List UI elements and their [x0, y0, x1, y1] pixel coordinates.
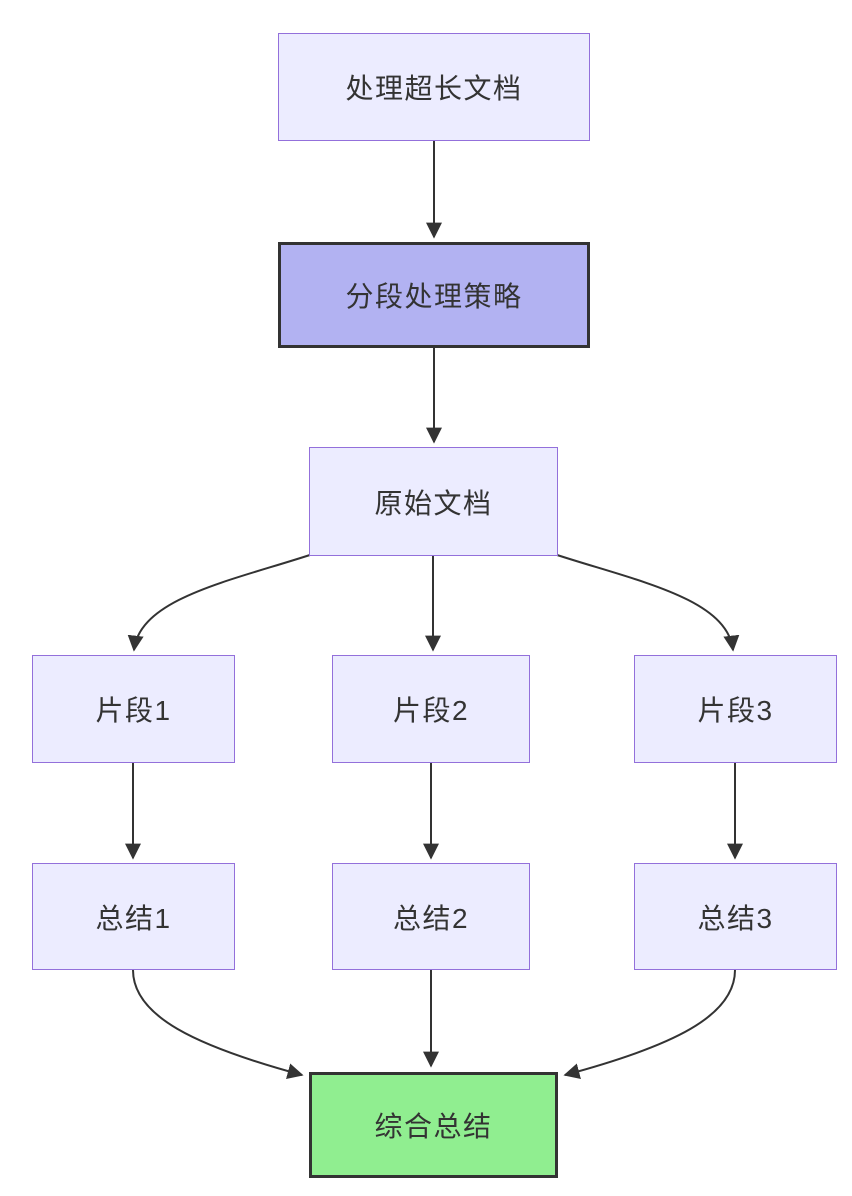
node-summary-1-label: 总结1: [95, 902, 172, 934]
node-strategy-label: 分段处理策略: [345, 281, 523, 312]
node-summary-3-label: 总结3: [697, 902, 774, 934]
node-summary-2-label: 总结2: [392, 902, 470, 934]
node-strategy: 分段处理策略: [278, 242, 590, 348]
edge-original-to-frag1: [127, 552, 317, 652]
node-summary-2: 总结2: [332, 863, 530, 970]
node-fragment-1-label: 片段1: [95, 695, 172, 726]
edge-sum3-to-final: [563, 969, 736, 1079]
node-summary-1: 总结1: [32, 863, 235, 970]
node-fragment-3: 片段3: [634, 655, 837, 763]
node-final-summary-label: 综合总结: [374, 1111, 493, 1142]
node-summary-3: 总结3: [634, 863, 837, 970]
edge-sum1-to-final: [132, 969, 304, 1079]
node-process-label: 处理超长文档: [345, 73, 523, 104]
node-fragment-3-label: 片段3: [697, 695, 774, 726]
node-fragment-2-label: 片段2: [392, 695, 470, 726]
node-original-label: 原始文档: [374, 487, 493, 519]
node-process: 处理超长文档: [278, 33, 590, 141]
node-fragment-2: 片段2: [332, 655, 530, 763]
node-fragment-1: 片段1: [32, 655, 235, 763]
node-final-summary: 综合总结: [309, 1072, 558, 1178]
node-original-document: 原始文档: [309, 447, 558, 556]
edge-original-to-frag3: [550, 552, 740, 652]
